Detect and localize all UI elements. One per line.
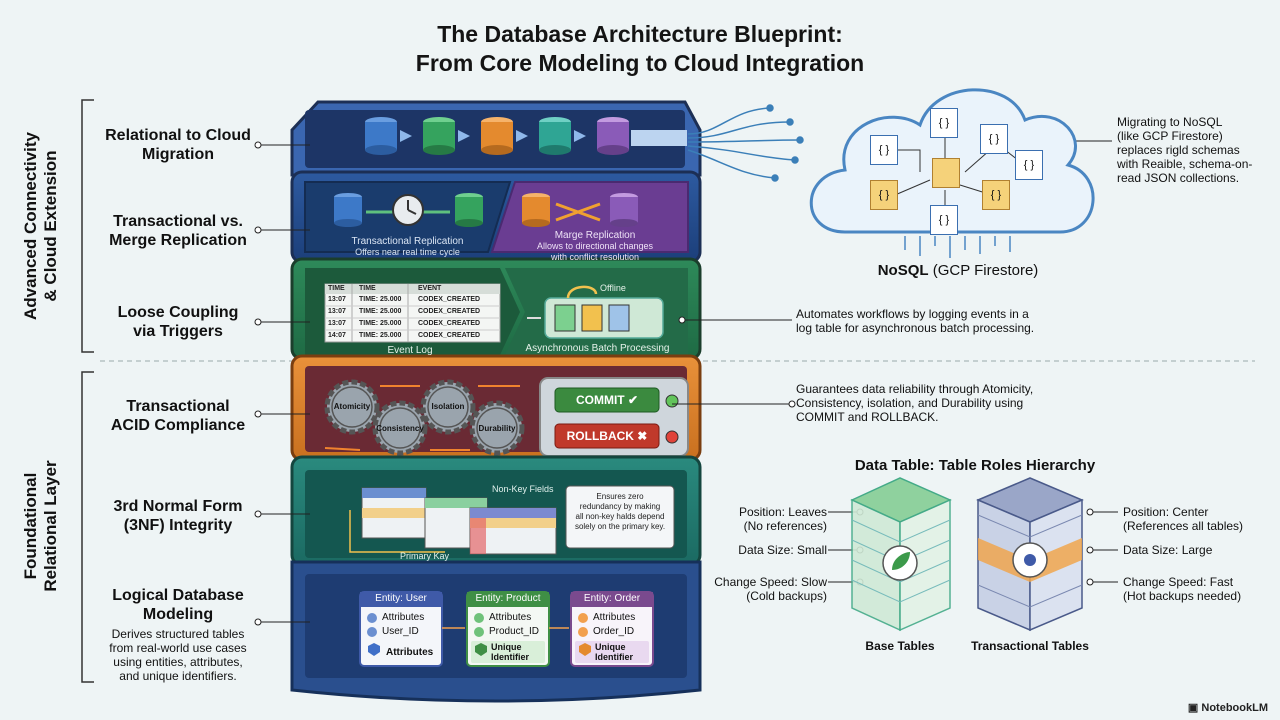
notebook-icon: ▣ [1187,702,1199,714]
page-subtitle: From Core Modeling to Cloud Integration [415,50,865,76]
commit-button-bg [554,387,660,413]
offline-label: Offline [600,283,626,293]
json-doc-icon: { } [1015,150,1043,180]
entity-user-unique: Attributes [386,647,434,658]
acid-gears [324,379,525,456]
entity-order-id: Order_ID [593,626,635,637]
entity-order-title: Entity: Order [583,593,641,604]
page-title: The Database Architecture Blueprint: [437,21,843,47]
non-key-fields-label: Non-Key Fields [492,484,554,494]
primary-key-label: Primary Kay [400,551,450,561]
entity-product-id: Product_ID [489,626,540,637]
x-icon: ✖ [637,429,648,443]
table-roles-title: Data Table: Table Roles Hierarchy [854,457,1096,474]
json-doc-icon: { } [870,180,898,210]
acid-note: Guarantees data reliability through Atom… [796,382,1034,424]
acid-arrows [324,385,520,451]
label-replication: Transactional vs.Merge Replication [109,213,247,249]
entity-user-title: Entity: User [375,593,427,604]
entity-product-title: Entity: Product [475,593,541,604]
rollback-button: ROLLBACK ✖ [566,429,648,443]
batch-caption: Asynchronous Batch Processing [525,343,670,354]
section-label-advanced: Advanced Connectivity& Cloud Extension [21,132,60,320]
cloud-stream-lines [687,104,804,182]
json-doc-icon: { } [982,180,1010,210]
trans-speed: Change Speed: Fast(Hot backups needed) [1123,575,1242,603]
label-3nf: 3rd Normal Form(3NF) Integrity [113,498,243,534]
event-log-table [324,283,501,343]
trans-position: Position: Center(References all tables) [1123,505,1244,533]
base-speed: Change Speed: Slow(Cold backups) [714,575,827,603]
section-bracket-top [81,99,94,683]
entity-user-attr: Attributes [382,612,425,623]
commit-button: COMMIT ✔ [575,393,639,407]
event-log-caption: Event Log [387,345,433,356]
json-doc-icon: { } [870,135,898,165]
transactional-table-cube [976,477,1084,632]
gear-durability: Durability [478,424,516,433]
batch-processing-graphic [527,285,664,339]
gear-isolation: Isolation [431,402,465,411]
base-size: Data Size: Small [738,543,827,557]
entity-order-attr: Attributes [593,612,636,623]
entity-product-attr: Attributes [489,612,532,623]
base-position: Position: Leaves(No references) [738,505,827,533]
base-table-cube [850,477,952,632]
document-icon [932,158,960,188]
normal-form-tables [349,485,675,555]
rollback-button-bg [554,423,660,449]
replication-icons [334,193,638,227]
transactional-tables-label: Transactional Tables [971,639,1089,653]
gear-atomicity: Atomicity [333,402,371,411]
check-icon: ✔ [627,393,639,407]
triggers-note: Automates workflows by logging events in… [796,307,1035,335]
json-doc-icon: { } [980,124,1008,154]
json-doc-icon: { } [930,108,958,138]
nosql-note: Migrating to NoSQL(like GCP Firestore) r… [1117,115,1253,185]
json-doc-icon: { } [930,205,958,235]
migration-cylinders [365,117,687,155]
entity-user-id: User_ID [382,626,419,637]
trans-size: Data Size: Large [1123,543,1213,557]
notebooklm-logo: ▣ NotebookLM [1187,702,1268,714]
left-connectors [254,141,310,626]
entity-boxes [359,591,654,667]
base-tables-label: Base Tables [865,639,935,653]
nosql-label: NoSQL (GCP Firestore) [877,262,1039,279]
gear-consistency: Consistency [376,424,424,433]
